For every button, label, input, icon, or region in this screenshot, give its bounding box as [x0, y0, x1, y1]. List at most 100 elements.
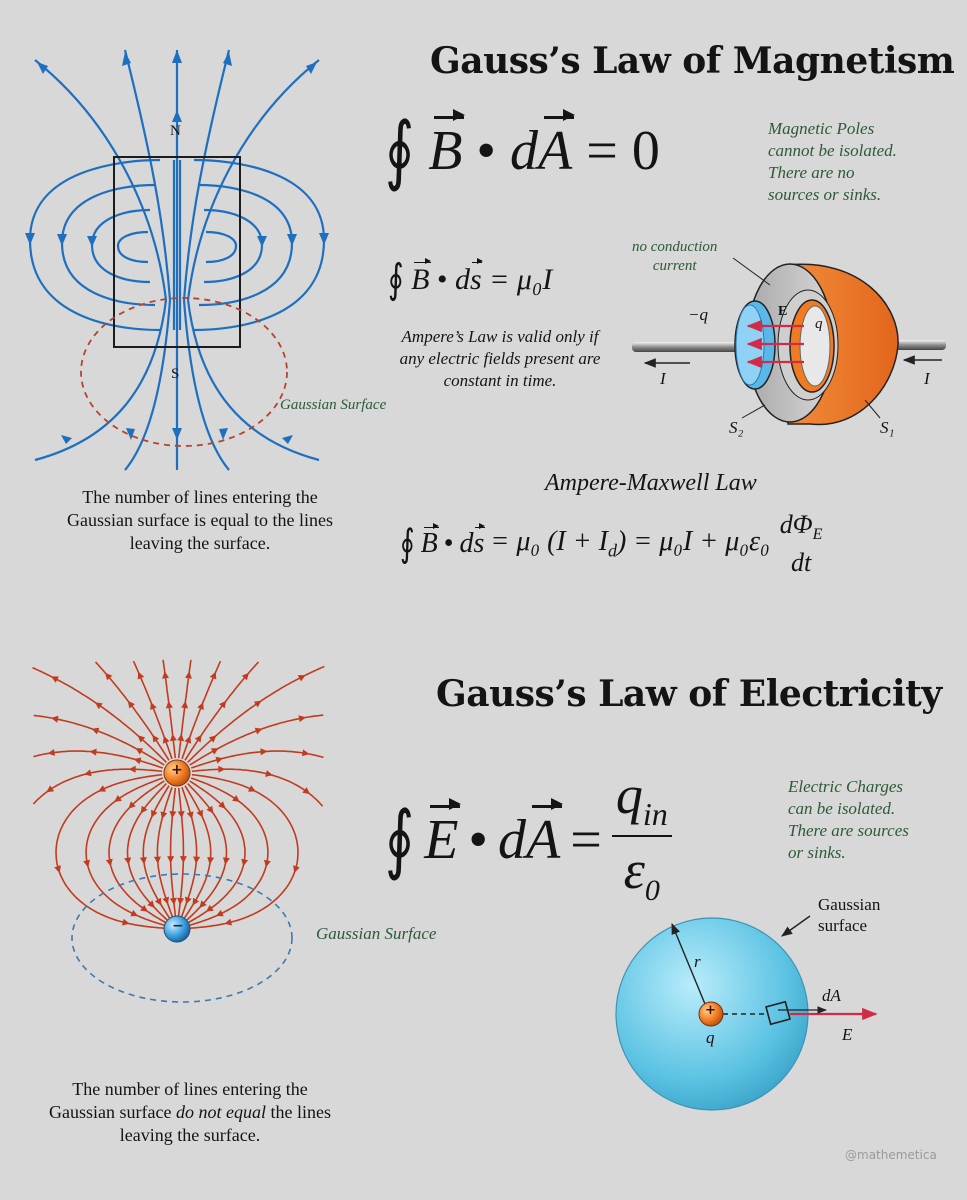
field-arrowhead: [298, 715, 306, 723]
plus-sign: +: [171, 762, 183, 778]
caption-part-a: Gaussian surface: [49, 1102, 176, 1122]
field-line: [180, 786, 198, 919]
field-arrowhead: [89, 748, 97, 756]
closed-integral-symbol: ∮: [385, 109, 415, 194]
field-line: [85, 777, 167, 927]
maxwell-mid: = μ₀ (I + I: [490, 526, 608, 558]
field-line: [187, 777, 269, 927]
field-arrowhead: [83, 859, 90, 868]
field-arrowhead: [137, 735, 146, 743]
electricity-title: Gauss’s Law of Electricity: [436, 673, 942, 715]
field-arrowhead: [147, 900, 155, 908]
field-arrowhead: [150, 702, 157, 710]
dot-operator: •: [476, 120, 497, 182]
electricity-equation: ∮ E • dA = qin ε0: [385, 765, 672, 908]
field-arrowhead: [184, 735, 192, 744]
electric-gaussian-surface: [71, 873, 293, 1003]
charge-subscript: in: [642, 795, 668, 832]
field-arrowhead: [222, 857, 230, 865]
epsilon-subscript: 0: [644, 873, 660, 907]
field-arrowhead: [122, 918, 130, 926]
ampere-note: Ampere’s Law is valid only if any electr…: [399, 327, 601, 390]
field-arrowhead: [114, 795, 122, 802]
field-arrowhead: [140, 805, 148, 814]
minus-sign: −: [172, 918, 184, 934]
field-arrowhead: [46, 785, 55, 793]
field-line: [186, 773, 299, 930]
d-symbol: d: [498, 808, 527, 871]
field-line: [156, 786, 174, 919]
field-arrowhead: [301, 749, 310, 757]
field-arrowhead: [105, 858, 113, 867]
field-line: [169, 787, 177, 920]
field-arrowhead: [51, 715, 59, 723]
plus-q-label: q: [815, 316, 823, 332]
field-line: [187, 665, 325, 763]
field-arrowhead: [265, 770, 273, 777]
dot-operator: •: [443, 528, 454, 560]
bar-magnet: [113, 156, 241, 348]
field-arrowhead: [98, 785, 106, 792]
capacitor-diagram: [632, 257, 946, 426]
field-arrowhead: [152, 734, 160, 743]
maxwell-equation: ∮ B • ds = μ₀ (I + Id) = μ₀I + μ₀ε₀ dΦE …: [400, 510, 826, 578]
epsilon-symbol: ε: [623, 839, 645, 900]
field-line: [177, 787, 185, 920]
radius-label: r: [694, 952, 701, 971]
field-arrows: [746, 319, 804, 369]
field-arrowhead: [206, 904, 214, 912]
s1-label: S₁: [880, 418, 895, 437]
field-arrowhead: [192, 897, 200, 906]
field-arrowhead: [167, 856, 175, 864]
magnetism-caption: The number of lines entering the Gaussia…: [30, 486, 370, 555]
dot-operator: •: [468, 808, 489, 871]
field-arrowhead: [264, 859, 271, 868]
field-arrowhead: [194, 734, 202, 743]
d-symbol: d: [459, 528, 474, 560]
magnetism-note: Magnetic Poles cannot be isolated. There…: [768, 119, 897, 204]
field-arrowhead: [165, 701, 173, 709]
displacement-subscript: d: [607, 540, 617, 561]
field-arrowhead: [140, 904, 148, 912]
field-arrowhead: [169, 811, 177, 819]
field-arrowhead: [207, 857, 215, 865]
field-line: [32, 666, 167, 763]
s-vector: s: [469, 257, 483, 296]
sphere-charge-label: q: [706, 1028, 715, 1047]
field-line: [191, 768, 324, 807]
field-arrowhead: [218, 801, 226, 809]
caption-emphasis: do not equal: [175, 1102, 266, 1122]
s2-label: S₂: [729, 418, 744, 437]
field-arrowhead: [185, 896, 192, 905]
magnetic-gaussian-surface: [80, 297, 288, 447]
e-vector: E: [424, 798, 462, 871]
magnetism-equation: ∮ B • dA = 0: [385, 109, 660, 193]
equals-zero: = 0: [586, 120, 660, 182]
electricity-caption: The number of lines entering the Gaussia…: [20, 1078, 360, 1147]
field-line: [33, 750, 164, 769]
da-label: dA: [822, 986, 841, 1005]
field-arrowhead: [128, 765, 136, 773]
sphere-charge: [698, 1001, 724, 1027]
field-arrowhead: [185, 671, 192, 679]
field-arrowhead: [241, 672, 249, 681]
field-line: [190, 750, 324, 769]
field-line: [108, 780, 169, 925]
field-arrowhead: [137, 671, 145, 680]
electricity-caption-line2: Gaussian surface do not equal the lines: [20, 1101, 360, 1124]
field-arrowhead: [210, 748, 219, 755]
field-arrowhead: [232, 795, 240, 802]
field-arrowhead: [162, 896, 169, 905]
field-arrowhead: [54, 865, 61, 874]
flux-numerator: dΦ: [779, 510, 813, 539]
field-arrowhead: [248, 785, 256, 792]
s-vector: s: [473, 523, 486, 560]
electricity-caption-line1: The number of lines entering the: [72, 1079, 308, 1099]
current-right-label: I: [924, 369, 930, 388]
closed-integral-symbol: ∮: [400, 523, 415, 566]
magnetic-gaussian-label: Gaussian Surface: [280, 397, 387, 413]
b-vector: B: [428, 109, 466, 182]
field-arrowhead: [154, 897, 162, 906]
current-left-label: I: [660, 369, 666, 388]
field-arrowhead: [293, 865, 300, 874]
